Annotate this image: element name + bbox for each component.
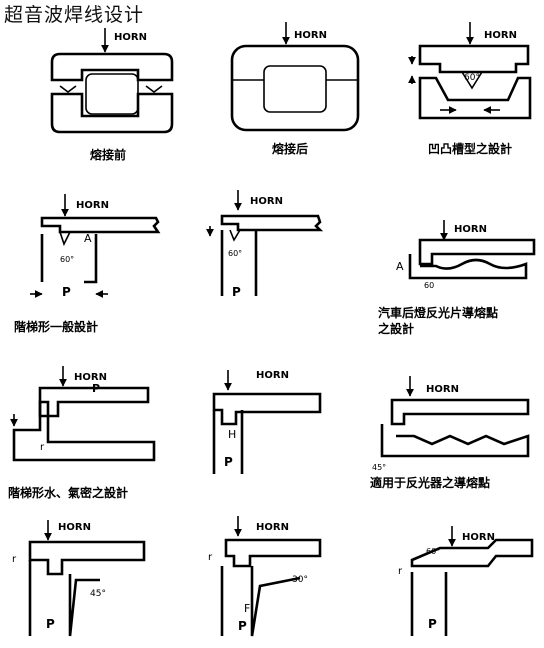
panel-before-weld: HORN [50,28,174,134]
horn-label: HORN [58,522,91,533]
caption-lamp-reflector-2: 之設計 [378,322,415,336]
dim-r: r [208,552,213,563]
panel-reflector: HORN 45° [372,376,530,472]
energy-director-left [59,85,77,93]
panel-shear: HORN H P [212,370,322,474]
caption-before-weld: 熔接前 [90,148,127,162]
upper-part [390,398,530,426]
lower-wall [212,410,244,474]
cavity [263,65,327,113]
angle-label: 60° [228,249,242,258]
tongue [461,71,483,90]
dim-a: A [84,232,92,245]
panel-step-basic: HORN A 60° P [30,194,161,299]
angle-label: 60° [60,255,74,264]
panel-angled-director: HORN 60° r P [398,526,534,636]
dim-p: P [224,455,233,469]
caption-step-hermetic: 階梯形水、氣密之設計 [8,486,129,500]
horn-label: HORN [76,200,109,211]
horn-label: HORN [294,30,327,41]
dim-r: r [40,442,45,453]
caption-tongue-groove: 凹凸槽型之設計 [428,142,513,156]
lower-wall [410,572,448,636]
horn-label: HORN [462,532,495,543]
dim-p: P [62,285,71,299]
dim-p: P [92,382,100,395]
horn-label: HORN [256,522,289,533]
angle-label: 60° [426,547,440,556]
caption-step-basic: 階梯形一般設計 [14,320,99,334]
angle-label: 30° [292,575,308,585]
upper-part [212,392,322,426]
horn-label: HORN [250,196,283,207]
dim-60: 60 [424,281,434,290]
energy-director [229,229,241,242]
dim-p: P [238,619,247,633]
panel-after-weld: HORN [230,22,360,132]
angle-label: 45° [90,589,106,599]
dim-r: r [12,554,17,565]
lower-part [418,76,532,120]
upper-part [418,44,530,74]
caption-lamp-reflector-1: 汽車后燈反光片導熔點 [378,306,499,320]
lower-part [50,92,174,134]
lower-wall [220,566,301,637]
lower-wall [220,230,258,296]
upper-part [224,538,322,568]
upper-part [418,238,536,266]
lower-part [408,254,528,280]
dim-p: P [232,285,241,299]
angle-label: 60° [464,73,480,83]
horn-label: HORN [484,30,517,41]
dim-p: P [46,617,55,631]
lower-wall [40,234,98,284]
angle-label: 45° [372,463,386,472]
cavity [85,73,139,115]
welded-part [230,44,360,132]
panel-step-hermetic: HORN P r [10,366,156,462]
lower-part [12,400,156,462]
horn-label: HORN [256,370,289,381]
upper-part [220,214,324,232]
horn-label: HORN [74,372,107,383]
panel-shear-chamfer: HORN r F 30° P [208,516,322,637]
horn-label: HORN [454,224,487,235]
energy-director [59,231,71,247]
dim-f: F [244,602,250,615]
upper-part [50,52,174,82]
horn-label: HORN [114,32,147,43]
dim-p: P [428,617,437,631]
horn-label: HORN [426,384,459,395]
panel-tongue-groove: HORN 60° [408,22,532,120]
dim-h: H [228,428,236,441]
panel-step-variant: HORN 60° P [206,190,324,299]
caption-after-weld: 熔接后 [272,142,309,156]
panel-step-chamfer: HORN r 45° P [12,520,146,637]
dim-r: r [398,566,403,577]
upper-part [28,540,146,576]
upper-part [410,538,534,568]
lower-wall [28,560,100,637]
dim-a: A [396,260,404,273]
caption-reflector: 適用于反光器之導熔點 [370,476,491,490]
panel-lamp-reflector: HORN A 60 [396,220,536,290]
upper-part [40,216,161,234]
lower-part [380,424,530,458]
energy-director-right [145,85,163,93]
page-title: 超音波焊线设计 [4,4,145,26]
